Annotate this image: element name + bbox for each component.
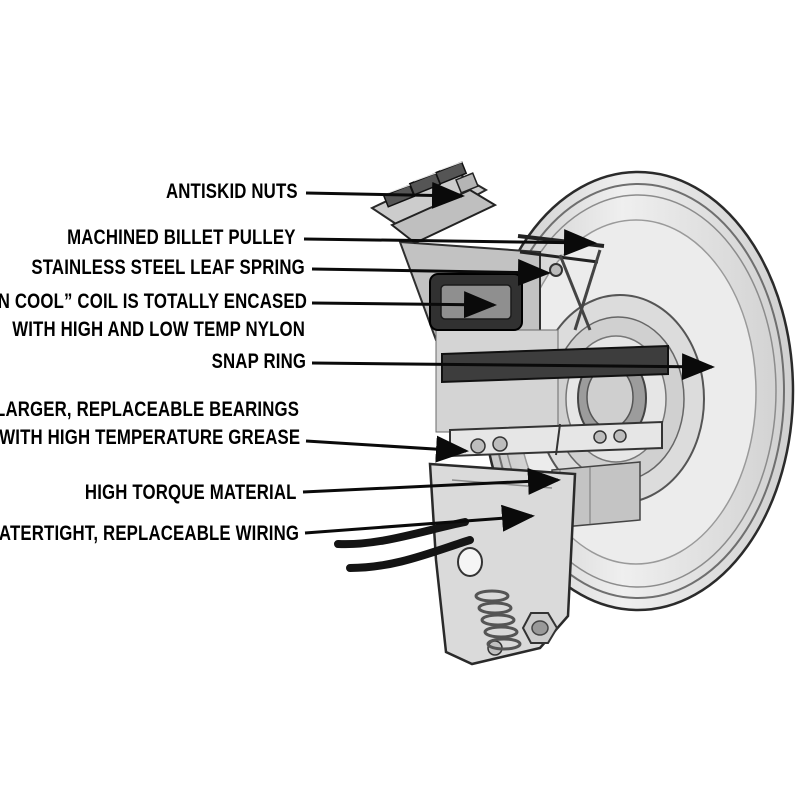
- arrow-bearings: [305, 435, 469, 463]
- callout-torque-material: HIGH TORQUE MATERIAL: [85, 481, 297, 504]
- callout-arrows: [302, 181, 715, 535]
- callout-billet-pulley: MACHINED BILLET PULLEY: [67, 226, 296, 249]
- callout-leaf-spring: STAINLESS STEEL LEAF SPRING: [31, 256, 305, 279]
- callout-replaceable-wiring: WATERTIGHT, REPLACEABLE WIRING: [0, 522, 299, 545]
- arrow-billet-pulley: [303, 229, 597, 257]
- arrow-run-cool-coil: [311, 291, 497, 319]
- wiring: [334, 518, 474, 572]
- callout-nylon-encasement: WITH HIGH AND LOW TEMP NYLON: [12, 318, 305, 341]
- compression-spring: [474, 589, 522, 651]
- callout-snap-ring: SNAP RING: [211, 350, 306, 373]
- arrow-antiskid-nuts: [305, 181, 465, 209]
- callout-bearings: LARGER, REPLACEABLE BEARINGS: [0, 398, 299, 421]
- callout-run-cool-coil: “RUN COOL” COIL IS TOTALLY ENCASED: [0, 290, 307, 313]
- antiskid-studs: [369, 161, 498, 245]
- hex-nut: [521, 612, 559, 644]
- arrow-torque-material: [302, 467, 561, 495]
- arrow-leaf-spring: [311, 258, 551, 286]
- callout-antiskid-nuts: ANTISKID NUTS: [166, 180, 298, 203]
- arrow-wiring: [304, 504, 535, 535]
- arrow-snap-ring: [311, 353, 715, 381]
- bearing-plate: [449, 420, 663, 458]
- callout-high-temp-grease: WITH HIGH TEMPERATURE GREASE: [0, 426, 300, 449]
- upper-coil: [429, 273, 523, 331]
